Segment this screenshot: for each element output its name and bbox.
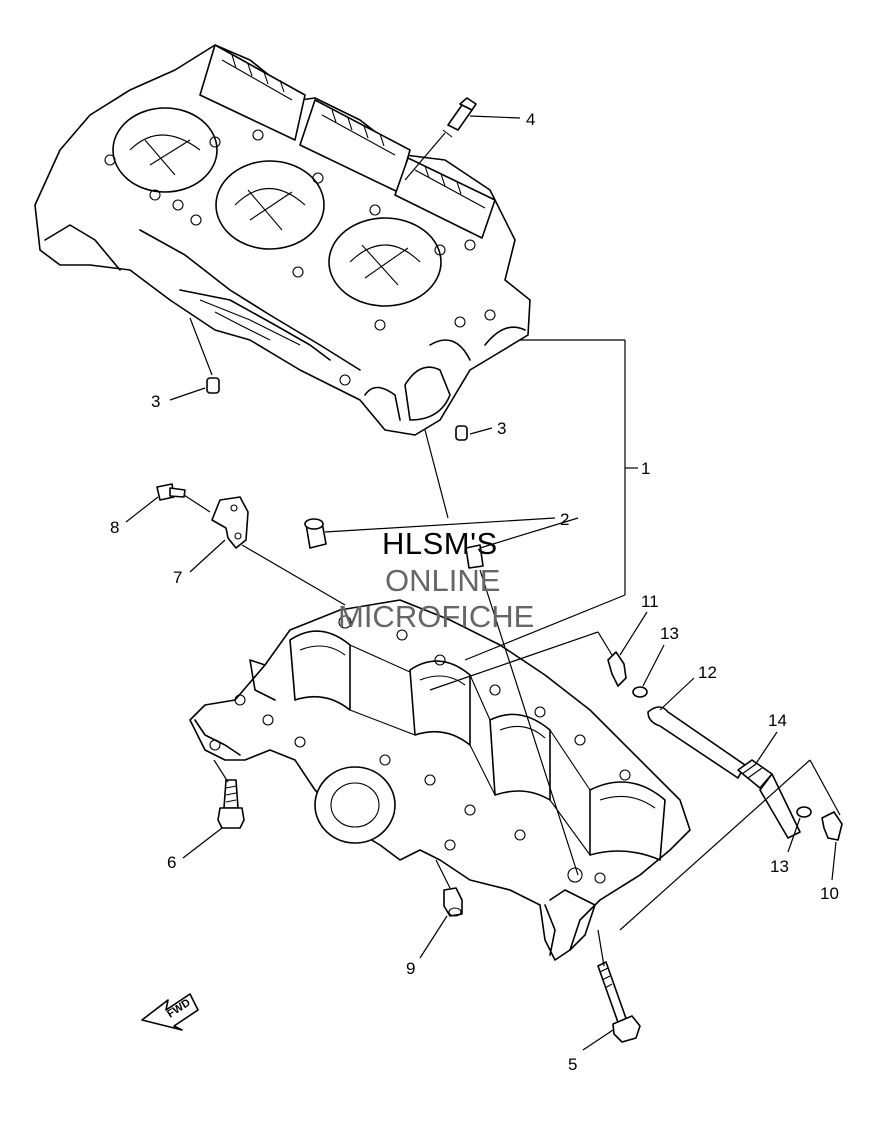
- callout-13-top: 13: [660, 624, 679, 643]
- callout-14: 14: [768, 711, 787, 730]
- callout-1: 1: [641, 459, 650, 478]
- callout-9: 9: [406, 959, 415, 978]
- fitting-9-icon: [443, 887, 463, 917]
- callout-3-right: 3: [497, 419, 506, 438]
- watermark-line-1: HLSM'S: [382, 526, 498, 561]
- lower-crankcase: [189, 599, 691, 961]
- dowel-pin-2-icon: [304, 518, 484, 569]
- hose-assembly: [607, 651, 843, 841]
- callout-3-left: 3: [151, 392, 160, 411]
- watermark-line-2: ONLINE: [385, 563, 501, 598]
- callout-6: 6: [167, 853, 176, 872]
- bolt-8-icon: [156, 483, 186, 501]
- callout-5: 5: [568, 1055, 577, 1074]
- callout-4: 4: [526, 110, 535, 129]
- callout-13-bottom: 13: [770, 857, 789, 876]
- leader-lines: [125, 115, 841, 1051]
- watermark-line-3: MICROFICHE: [338, 599, 535, 634]
- callout-11: 11: [641, 592, 659, 611]
- callout-10: 10: [820, 884, 839, 903]
- callout-8: 8: [110, 518, 119, 537]
- bolt-5-icon: [597, 961, 641, 1043]
- upper-crankcase: [34, 44, 531, 436]
- bolt-6-icon: [217, 779, 245, 829]
- callout-12: 12: [698, 663, 717, 682]
- dowel-pin-icon: [206, 377, 468, 441]
- callout-2: 2: [560, 510, 569, 529]
- bracket-7-icon: [211, 496, 249, 549]
- pin-4-icon: [442, 97, 477, 138]
- callout-7: 7: [173, 568, 182, 587]
- forward-arrow-icon: FWD: [141, 993, 199, 1031]
- callout-numbers: 1 2 3 3 4 5 6 7 8 9 10 11 12 13 13 14: [110, 110, 839, 1074]
